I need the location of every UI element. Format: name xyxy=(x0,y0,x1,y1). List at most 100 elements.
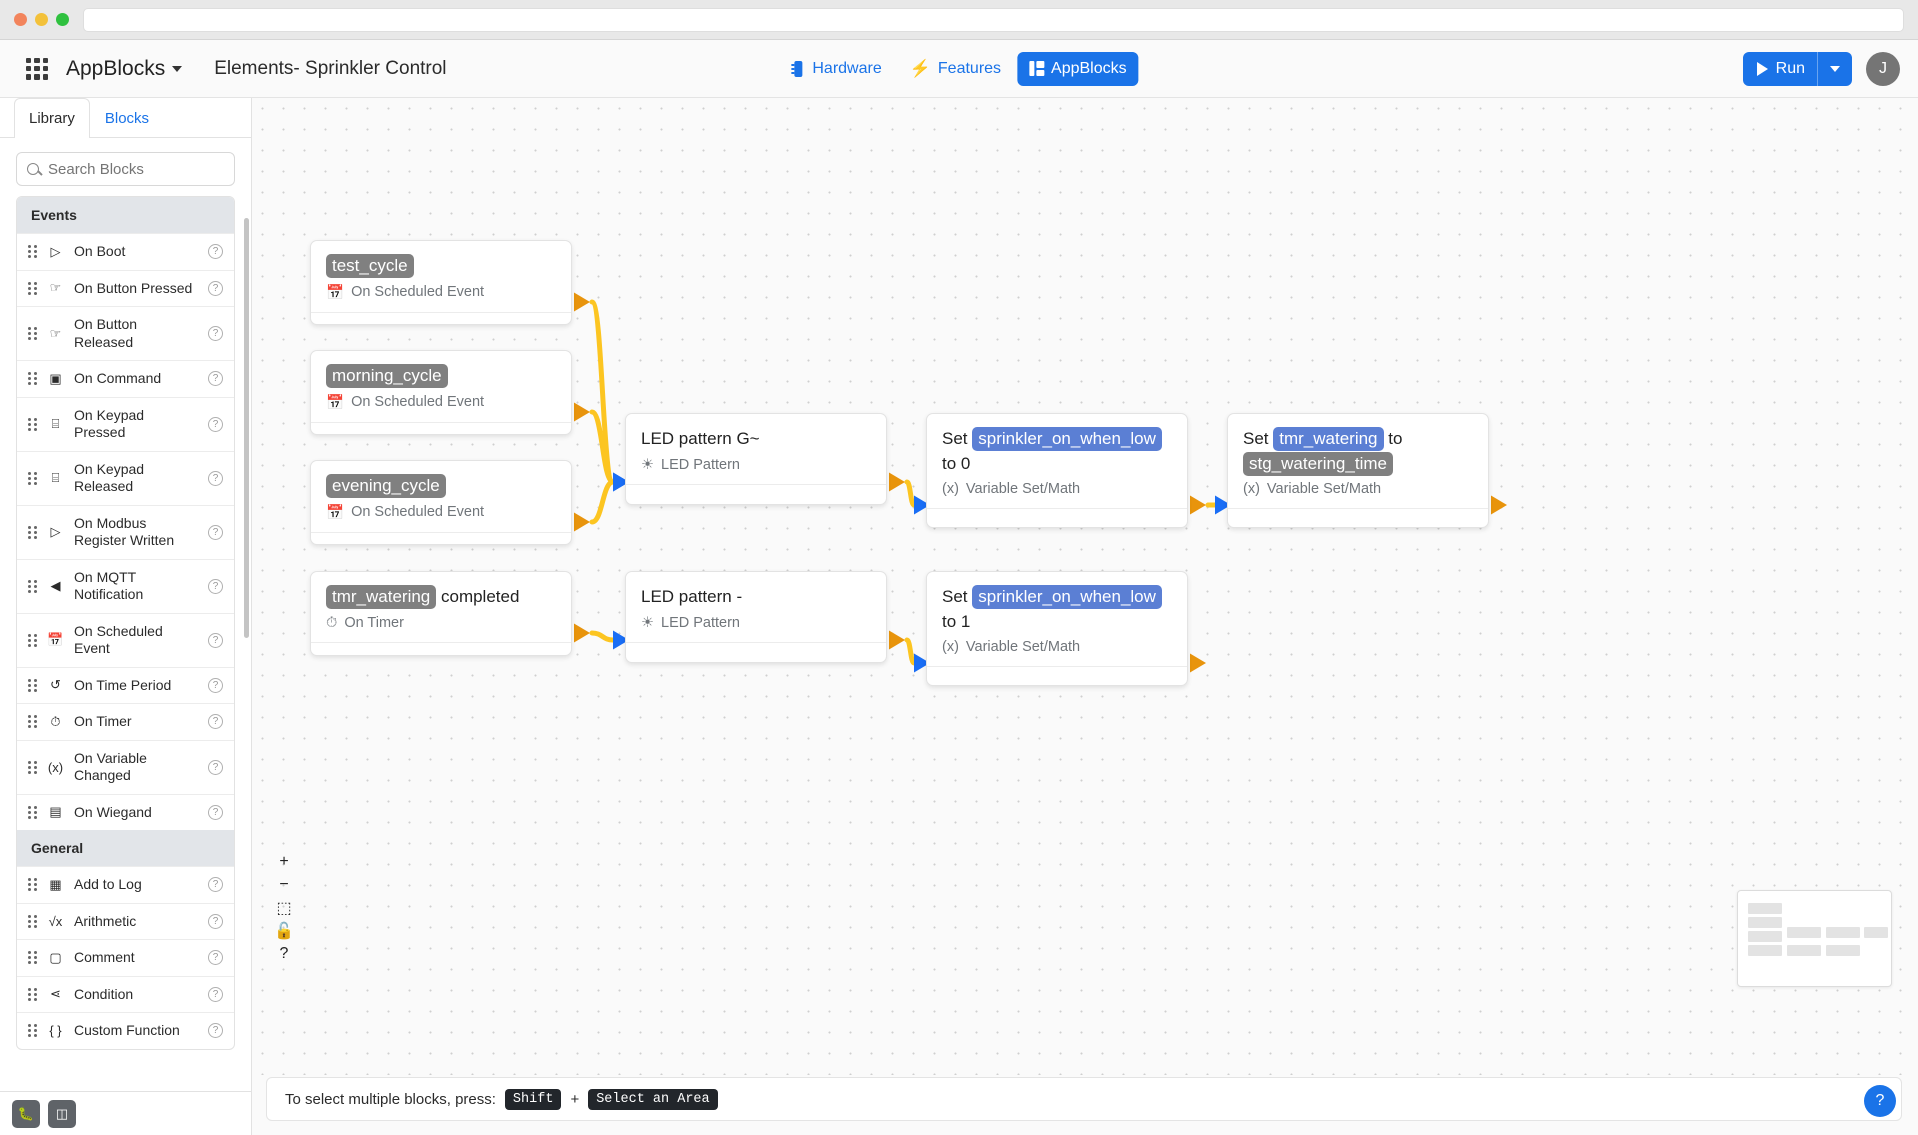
palette-item-comment[interactable]: ▢Comment? xyxy=(17,939,234,976)
output-port-icon[interactable] xyxy=(574,402,590,422)
node-ports-row[interactable] xyxy=(927,508,1187,554)
node-ports-row[interactable] xyxy=(311,421,571,468)
output-port-icon[interactable] xyxy=(1190,653,1206,673)
help-question-icon[interactable]: ? xyxy=(208,470,223,486)
flow-node-n8[interactable]: Set sprinkler_on_when_low to 1(x)Variabl… xyxy=(926,571,1188,686)
flow-node-n5[interactable]: LED pattern G~☀LED Pattern xyxy=(625,413,887,505)
node-ports-row[interactable] xyxy=(1228,508,1488,554)
variable-chip[interactable]: morning_cycle xyxy=(326,364,448,389)
drag-handle-icon[interactable] xyxy=(28,760,37,774)
palette-item-on-boot[interactable]: ▷On Boot? xyxy=(17,233,234,270)
help-question-icon[interactable]: ? xyxy=(208,804,223,820)
variable-chip[interactable]: tmr_watering xyxy=(326,585,437,610)
variable-chip[interactable]: tmr_watering xyxy=(1273,427,1384,452)
variable-chip[interactable]: evening_cycle xyxy=(326,474,446,499)
output-port-icon[interactable] xyxy=(889,472,905,492)
flow-node-n6[interactable]: LED pattern -☀LED Pattern xyxy=(625,571,887,663)
minimize-window-button[interactable] xyxy=(35,13,48,26)
palette-item-on-button-released[interactable]: ☞On Button Released? xyxy=(17,306,234,360)
palette-item-on-button-pressed[interactable]: ☞On Button Pressed? xyxy=(17,269,234,307)
flow-node-n1[interactable]: test_cycle📅On Scheduled Event xyxy=(310,240,572,325)
tab-blocks[interactable]: Blocks xyxy=(90,98,164,138)
help-question-icon[interactable]: ? xyxy=(208,416,223,432)
help-question-icon[interactable]: ? xyxy=(208,244,223,260)
avatar[interactable]: J xyxy=(1866,51,1900,86)
zoom-in-icon[interactable]: + xyxy=(279,852,289,870)
drag-handle-icon[interactable] xyxy=(28,417,37,431)
palette-item-on-time-period[interactable]: ↺On Time Period? xyxy=(17,666,234,704)
drag-handle-icon[interactable] xyxy=(28,805,37,819)
palette-item-add-to-log[interactable]: ▦Add to Log? xyxy=(17,866,234,903)
help-question-icon[interactable]: ? xyxy=(208,986,223,1002)
help-question-icon[interactable]: ? xyxy=(208,759,223,775)
help-question-icon[interactable]: ? xyxy=(208,877,223,893)
apps-grid-icon[interactable] xyxy=(26,57,48,80)
help-question-icon[interactable]: ? xyxy=(208,677,223,693)
variable-chip[interactable]: test_cycle xyxy=(326,254,414,279)
help-question-icon[interactable]: ? xyxy=(208,913,223,929)
output-port-icon[interactable] xyxy=(574,623,590,643)
help-question-icon[interactable]: ? xyxy=(279,944,289,962)
palette-item-custom-function[interactable]: { }Custom Function? xyxy=(17,1012,234,1049)
drag-handle-icon[interactable] xyxy=(28,372,37,386)
help-question-icon[interactable]: ? xyxy=(208,371,223,387)
drag-handle-icon[interactable] xyxy=(28,281,37,295)
drag-handle-icon[interactable] xyxy=(28,987,37,1001)
help-question-icon[interactable]: ? xyxy=(208,950,223,966)
node-ports-row[interactable] xyxy=(311,531,571,578)
panel-toggle-icon[interactable]: ◫ xyxy=(48,1099,76,1128)
output-port-icon[interactable] xyxy=(1190,495,1206,515)
maximize-window-button[interactable] xyxy=(56,13,69,26)
drag-handle-icon[interactable] xyxy=(28,678,37,692)
lock-open-icon[interactable]: 🔓 xyxy=(274,922,294,940)
flow-canvas[interactable]: test_cycle📅On Scheduled Event morning_cyc… xyxy=(252,98,1918,1075)
drag-handle-icon[interactable] xyxy=(28,1024,37,1038)
output-port-icon[interactable] xyxy=(574,512,590,532)
drag-handle-icon[interactable] xyxy=(28,633,37,647)
node-ports-row[interactable] xyxy=(311,641,571,688)
search-input[interactable] xyxy=(48,160,224,178)
debug-bug-icon[interactable]: 🐛 xyxy=(12,1099,40,1128)
drag-handle-icon[interactable] xyxy=(28,525,37,539)
block-palette[interactable]: Events▷On Boot?☞On Button Pressed?☞On Bu… xyxy=(0,196,251,1091)
flow-node-n2[interactable]: morning_cycle📅On Scheduled Event xyxy=(310,350,572,435)
palette-item-on-timer[interactable]: ⏱On Timer? xyxy=(17,703,234,740)
url-bar[interactable] xyxy=(83,7,1904,32)
node-ports-row[interactable] xyxy=(626,641,886,688)
drag-handle-icon[interactable] xyxy=(28,579,37,593)
output-port-icon[interactable] xyxy=(574,292,590,312)
nav-item-appblocks[interactable]: AppBlocks xyxy=(1017,51,1139,86)
variable-chip[interactable]: sprinkler_on_when_low xyxy=(972,427,1162,452)
output-port-icon[interactable] xyxy=(889,630,905,650)
node-ports-row[interactable] xyxy=(626,483,886,530)
drag-handle-icon[interactable] xyxy=(28,471,37,485)
palette-item-on-wiegand[interactable]: ▤On Wiegand? xyxy=(17,793,234,831)
help-floating-button[interactable]: ? xyxy=(1864,1085,1896,1117)
help-question-icon[interactable]: ? xyxy=(208,714,223,730)
fit-screen-icon[interactable]: ⬚ xyxy=(276,899,292,917)
search-box[interactable] xyxy=(16,152,235,186)
close-window-button[interactable] xyxy=(14,13,27,26)
help-question-icon[interactable]: ? xyxy=(208,578,223,594)
output-port-icon[interactable] xyxy=(1491,495,1507,515)
palette-item-condition[interactable]: ⋖Condition? xyxy=(17,975,234,1013)
help-question-icon[interactable]: ? xyxy=(208,326,223,341)
minimap[interactable] xyxy=(1737,890,1892,987)
drag-handle-icon[interactable] xyxy=(28,327,37,340)
palette-item-on-variable-changed[interactable]: (x)On Variable Changed? xyxy=(17,739,234,794)
brand-menu[interactable]: AppBlocks xyxy=(66,57,183,81)
help-question-icon[interactable]: ? xyxy=(208,632,223,648)
help-question-icon[interactable]: ? xyxy=(208,1023,223,1039)
variable-chip[interactable]: sprinkler_on_when_low xyxy=(972,585,1162,610)
drag-handle-icon[interactable] xyxy=(28,245,37,259)
palette-item-on-modbus-register-written[interactable]: ▷On Modbus Register Written? xyxy=(17,504,234,559)
flow-node-n4[interactable]: tmr_watering completed⏱On Timer xyxy=(310,571,572,656)
drag-handle-icon[interactable] xyxy=(28,951,37,965)
flow-node-n7[interactable]: Set sprinkler_on_when_low to 0(x)Variabl… xyxy=(926,413,1188,528)
run-dropdown-button[interactable] xyxy=(1817,51,1852,86)
flow-node-n9[interactable]: Set tmr_watering to stg_watering_time(x)… xyxy=(1227,413,1489,528)
flow-node-n3[interactable]: evening_cycle📅On Scheduled Event xyxy=(310,460,572,545)
node-ports-row[interactable] xyxy=(927,666,1187,712)
zoom-out-icon[interactable]: − xyxy=(279,875,289,893)
